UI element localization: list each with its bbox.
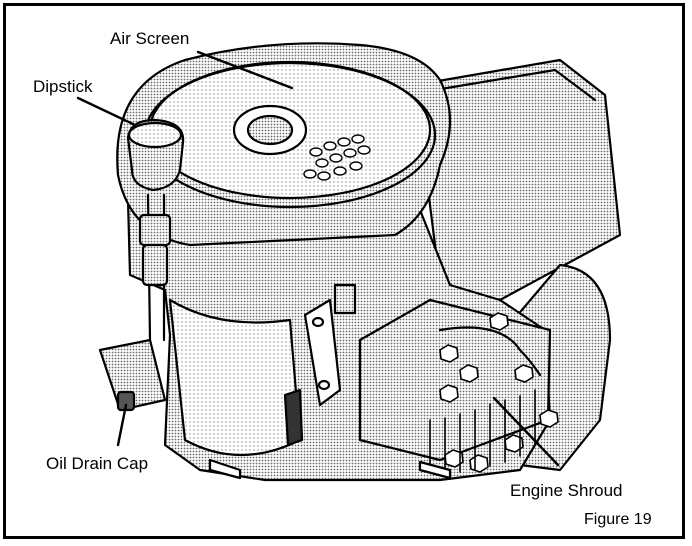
engine-shroud-label: Engine Shroud	[510, 481, 623, 500]
oil-drain-cap-label: Oil Drain Cap	[46, 454, 149, 473]
oil-drain-leader	[116, 403, 128, 447]
dipstick-leader	[76, 96, 137, 127]
air-screen-hub-inner	[246, 114, 294, 146]
air-screen-label: Air Screen	[110, 29, 190, 48]
engine-shroud-leader	[492, 396, 560, 467]
figure-caption: Figure 19	[584, 511, 652, 528]
air-screen-leader	[196, 50, 294, 90]
dipstick-label: Dipstick	[33, 77, 93, 96]
oil-housing	[168, 298, 302, 457]
